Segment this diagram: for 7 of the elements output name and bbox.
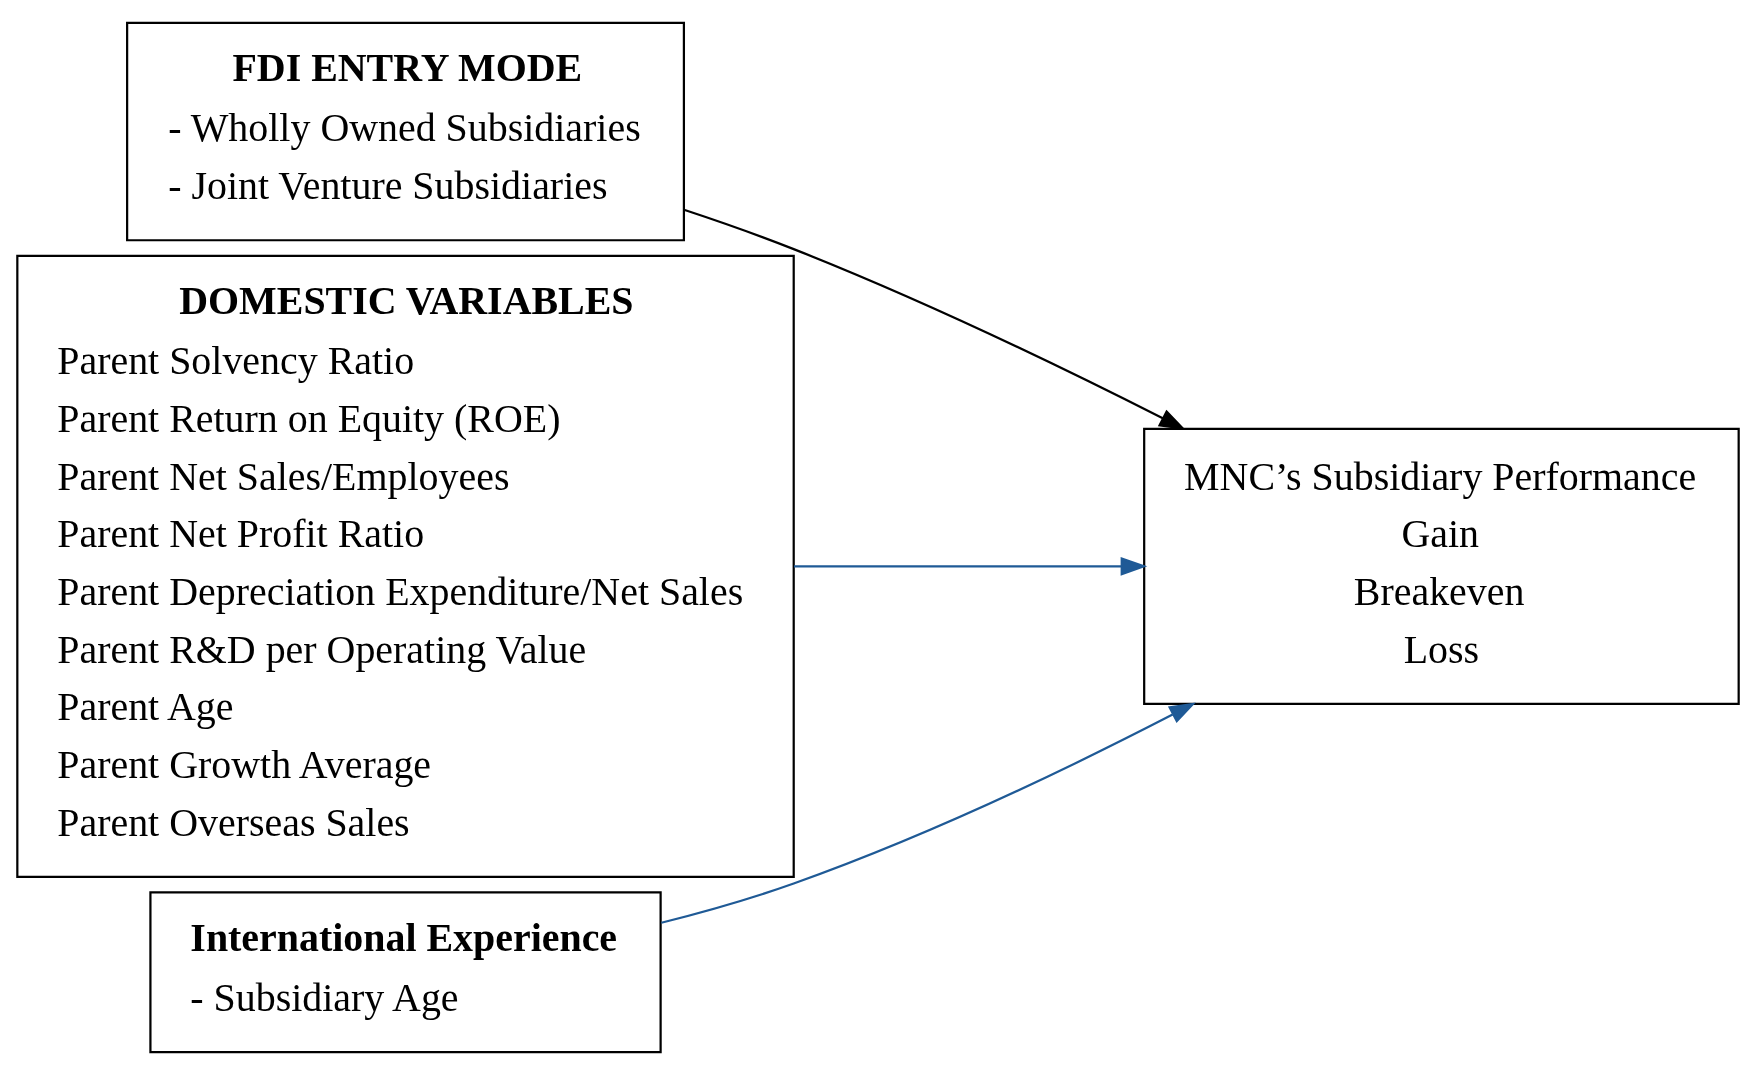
node-box: DOMESTIC VARIABLES Parent Solvency Ratio Parent Return on Equity (ROE) Parent Net Sales/Employees Parent Net Profit Ratio Parent Depreciation Expenditure/Net Sales Parent R&D per Operating Value Parent Age Parent Growth Average Parent Overseas Sales — [16, 254, 795, 878]
arrow — [684, 208, 1186, 430]
arrow — [661, 702, 1196, 924]
node-box: FDI ENTRY MODE - Wholly Owned Subsidiaries - Joint Venture Subsidiaries — [126, 21, 685, 241]
arrow — [794, 556, 1148, 576]
node-box: MNC’s Subsidiary Performance Gain Breakeven Loss — [1143, 427, 1740, 705]
node-box: International Experience - Subsidiary Age — [149, 890, 662, 1053]
